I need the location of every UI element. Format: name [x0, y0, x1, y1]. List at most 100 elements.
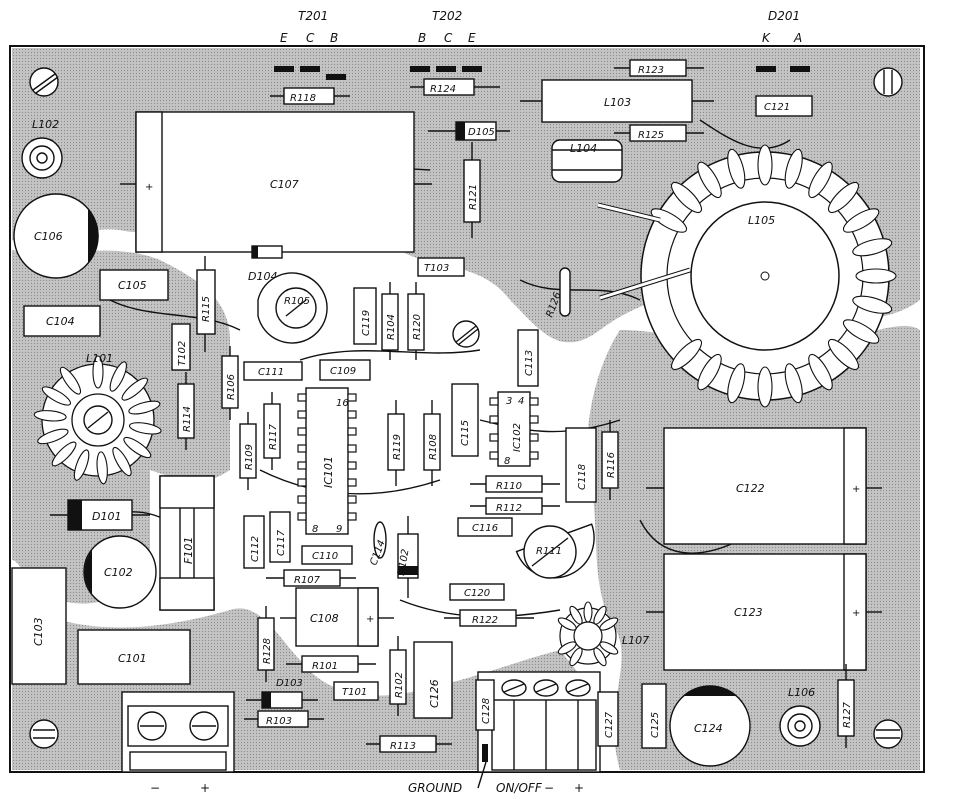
label-parts-r125: R125: [638, 130, 664, 141]
capacitor-c101: C101: [77, 629, 191, 685]
label-parts-r124: R124: [430, 84, 456, 95]
label-header-t201_pins-2: B: [330, 31, 338, 45]
label-parts-d105: D105: [468, 127, 495, 138]
label-parts-c115: C115: [460, 420, 471, 446]
resistor-r102: R102: [389, 636, 407, 716]
label-parts-c108: C108: [310, 612, 339, 625]
label-parts-r111: R111: [536, 546, 562, 557]
label-parts-c122: C122: [736, 482, 765, 495]
label-parts-c112: C112: [250, 536, 261, 562]
resistor-r125: R125: [614, 124, 704, 142]
resistor-r113: R113: [366, 735, 452, 753]
label-parts-r128: R128: [262, 638, 273, 664]
label-parts-r119: R119: [392, 434, 403, 460]
resistor-r127: R127: [837, 664, 855, 748]
resistor-r112: R112: [470, 497, 560, 515]
resistor-r124: R124: [410, 78, 500, 96]
label-parts-c113: C113: [524, 350, 535, 376]
toroid-inductor-l101: L101: [33, 352, 162, 485]
diode-d103: D103: [246, 678, 318, 709]
resistor-r122: R122: [444, 609, 534, 627]
inductor-l104: L104: [551, 139, 623, 183]
label-parts-r108: R108: [428, 434, 439, 460]
mounting-hole: [873, 719, 903, 749]
label-parts-c121: C121: [764, 102, 790, 113]
capacitor-c122: + C122: [646, 427, 882, 545]
capacitor-c124: C124: [669, 685, 751, 767]
label-parts-r127: R127: [842, 701, 853, 728]
resistor-r121: R121: [463, 142, 481, 238]
capacitor-c105: C105: [99, 269, 169, 301]
resistor-r109: R109: [239, 412, 257, 490]
label-parts-c120: C120: [464, 588, 490, 599]
label-parts-t103: T103: [424, 263, 449, 274]
resistor-r117: R117: [263, 392, 281, 470]
label-parts-t101: T101: [342, 687, 367, 698]
label-parts-d102: D102: [396, 548, 411, 576]
label-ic_pins-ic101_top: 16: [336, 398, 349, 409]
footer-labels: − + GROUND ON/OFF − +: [150, 761, 584, 795]
label-parts-c109: C109: [330, 366, 356, 377]
transistor-t103: T103: [417, 257, 465, 277]
resistor-r118: R118: [270, 87, 350, 105]
capacitor-c118: C118: [565, 427, 597, 503]
label-parts-r122: R122: [472, 615, 498, 626]
capacitor-c104: C104: [23, 305, 101, 337]
label-ic_pins-ic101_bot2: 9: [336, 524, 342, 535]
diode-d101: D101: [50, 499, 150, 531]
terminal-block-power: [121, 691, 235, 773]
label-parts-r110: R110: [496, 481, 522, 492]
trimmer-r105: R105: [257, 272, 328, 344]
label-parts-r107: R107: [294, 575, 321, 586]
label-header-t201_pins-0: E: [280, 31, 288, 45]
label-parts-d101: D101: [92, 510, 121, 523]
label-header-t202_pins-0: B: [418, 31, 426, 45]
label-parts-c105: C105: [118, 279, 147, 292]
capacitor-c123: + C123: [646, 553, 882, 671]
label-header-t201_pins-1: C: [306, 31, 315, 45]
label-parts-r116: R116: [606, 452, 617, 478]
label-parts-r123: R123: [638, 65, 664, 76]
capacitor-c126: C126: [413, 641, 453, 719]
label-parts-r114: R114: [182, 406, 193, 432]
label-parts-r117: R117: [268, 423, 279, 450]
label-parts-c118: C118: [577, 464, 588, 490]
label-header-d201: D201: [768, 9, 800, 23]
label-parts-l103: L103: [604, 96, 631, 109]
label-parts-r101: R101: [312, 661, 338, 672]
label-parts-f101: F101: [182, 537, 195, 564]
inductor-l103: L103: [520, 79, 714, 123]
label-parts-r102: R102: [394, 672, 405, 698]
capacitor-c117: C117: [269, 511, 291, 563]
label-footer-plus_left: +: [200, 781, 210, 795]
toroid-inductor-l105: L105: [597, 144, 897, 408]
label-footer-ground: GROUND: [408, 781, 462, 795]
resistor-r106: R106: [221, 346, 239, 420]
label-ic_pins-ic102_bot: 8: [504, 456, 510, 467]
label-footer-minus_left: −: [150, 781, 160, 795]
label-header-d201_pins-1: A: [793, 31, 802, 45]
label-footer-plus_right: +: [574, 781, 584, 795]
label-parts-c106: C106: [34, 230, 63, 243]
label-ic_pins-ic102_top: 3: [506, 396, 512, 407]
label-parts-c125: C125: [650, 712, 661, 738]
capacitor-c110: C110: [301, 545, 353, 565]
toroid-inductor-l107: L107: [557, 601, 649, 667]
capacitor-c125: C125: [641, 683, 667, 749]
label-polarity-plus: +: [145, 182, 153, 193]
label-parts-r118: R118: [290, 93, 316, 104]
capacitor-c119: C119: [353, 287, 377, 345]
capacitor-c120: C120: [449, 583, 505, 601]
capacitor-c127: C127: [597, 691, 619, 747]
label-parts-l102: L102: [32, 118, 59, 131]
resistor-r116: R116: [601, 420, 619, 500]
label-ic_pins-ic101_bot1: 8: [312, 524, 318, 535]
capacitor-c106: C106: [13, 193, 99, 279]
label-footer-on_off: ON/OFF: [496, 781, 543, 795]
capacitor-c107: + C107: [120, 111, 432, 253]
label-parts-c101: C101: [118, 652, 147, 665]
capacitor-c121: C121: [755, 95, 813, 117]
label-parts-c111: C111: [258, 367, 284, 378]
mounting-hole: [29, 67, 59, 97]
